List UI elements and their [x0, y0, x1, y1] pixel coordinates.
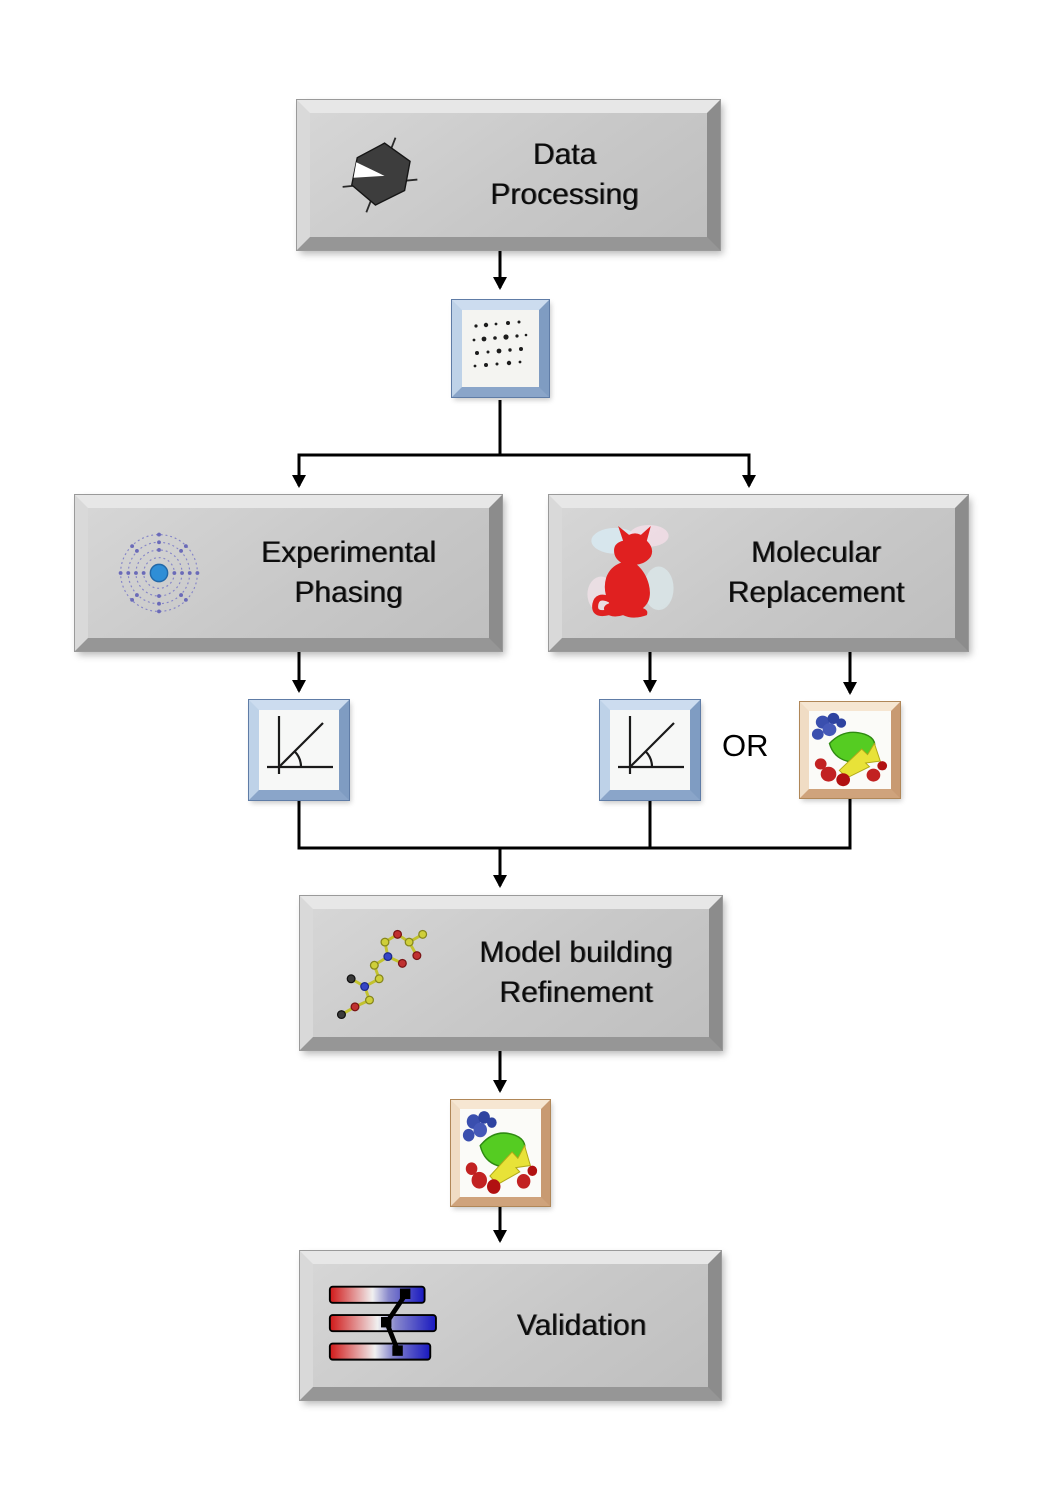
phasing-graph-angle-icon [248, 699, 350, 801]
mr-protein-model-icon-svg [809, 711, 891, 789]
label-line: Experimental [260, 536, 437, 570]
experimental-phasing-box: Experimental Phasing [74, 494, 503, 652]
validation-bars-icon [325, 1281, 455, 1371]
label-line: Model building [479, 936, 673, 970]
label-line: Data [532, 138, 597, 172]
refined-protein-model-icon-svg [460, 1109, 541, 1197]
validation-box: Validation [299, 1250, 722, 1401]
diffraction-pattern-icon-svg [462, 310, 539, 387]
experimental-phasing-label: Experimental Phasing [208, 533, 489, 612]
red-cat-icon-svg [586, 524, 674, 618]
label-line: Molecular [750, 536, 882, 570]
or-label: OR [722, 728, 769, 763]
label-line: Refinement [499, 976, 653, 1009]
atom-rings-icon-svg [118, 532, 200, 614]
refined-protein-model-icon [450, 1099, 551, 1207]
data-processing-label: Data Processing [422, 135, 707, 214]
model-building-label: Model building Refinement [443, 933, 709, 1012]
crystal-hexagon-icon [338, 134, 422, 216]
molecule-stick-icon [325, 915, 443, 1031]
molecular-replacement-label: Molecular Replacement [677, 533, 955, 612]
validation-label: Validation [455, 1306, 708, 1346]
label-line: Phasing [294, 576, 403, 609]
molecular-replacement-box: Molecular Replacement [548, 494, 969, 652]
diffraction-pattern-icon [451, 299, 550, 398]
model-building-box: Model building Refinement [299, 895, 723, 1051]
atom-rings-icon [110, 525, 208, 621]
phasing-graph-angle-icon-svg [259, 710, 339, 790]
mr-graph-angle-icon [599, 699, 701, 801]
mr-graph-angle-icon-svg [610, 710, 690, 790]
crystal-hexagon-icon-svg [342, 137, 418, 213]
label-line: Processing [490, 178, 639, 211]
data-processing-box: Data Processing [296, 99, 721, 251]
label-line: Replacement [727, 576, 905, 609]
label-line: Validation [516, 1308, 647, 1342]
molecule-stick-icon-svg [336, 929, 428, 1020]
mr-protein-model-icon [799, 701, 901, 799]
validation-bars-icon-svg [328, 1285, 437, 1361]
red-cat-icon [582, 521, 677, 625]
